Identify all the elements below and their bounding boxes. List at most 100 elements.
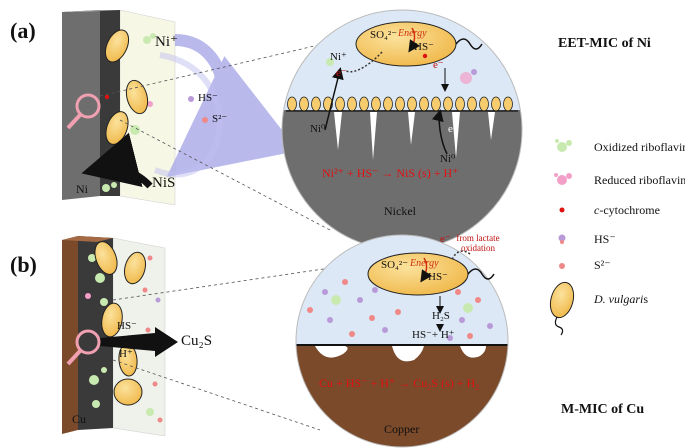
panel-a-zoom-ni0-left: Ni⁰ bbox=[310, 123, 326, 135]
panel-a-zoom-ni0-right: Ni⁰ bbox=[440, 153, 456, 165]
panel-b-note-text: from lactate oxidation bbox=[456, 233, 500, 253]
legend-c-cytochrome: c-cytochrome bbox=[594, 203, 660, 218]
surface-cell bbox=[491, 96, 501, 112]
panel-a-zoom-electron-right: e⁻ bbox=[433, 59, 444, 71]
legend-symbols bbox=[549, 139, 575, 336]
surface-cell bbox=[407, 96, 417, 112]
panel-b-cell-sulfate: SO₄²⁻ bbox=[381, 259, 409, 271]
panel-a-title: EET-MIC of Ni bbox=[558, 36, 651, 51]
wall-dot bbox=[152, 381, 158, 387]
ion-dot bbox=[372, 287, 378, 293]
ion-dot bbox=[475, 297, 481, 303]
panel-a-metal-name: Nickel bbox=[384, 204, 416, 218]
legend-reduced-riboflavin: Reduced riboflavin bbox=[594, 173, 685, 187]
ion-dot bbox=[349, 331, 355, 337]
panel-b-cell-energy: Energy bbox=[410, 258, 439, 269]
panel-a-product-label: NiS bbox=[152, 175, 176, 191]
panel-a-cell-row bbox=[286, 96, 518, 112]
ion-dot bbox=[307, 307, 313, 313]
surface-cell bbox=[443, 96, 453, 112]
legend-hs-ion: HS⁻ bbox=[594, 232, 616, 246]
panel-a-zoom-ion: Ni⁺ bbox=[330, 51, 347, 63]
wall-dot bbox=[101, 367, 107, 373]
ion-dot bbox=[395, 309, 401, 315]
panel-a-big-cell bbox=[355, 21, 483, 67]
legend-c-cytochrome-italic: c bbox=[594, 203, 600, 217]
panel-a-cycle-arrows bbox=[81, 34, 299, 189]
wall-dot bbox=[142, 287, 148, 293]
surface-cell bbox=[383, 96, 393, 112]
panel-a-cell-hs: HS⁻ bbox=[414, 41, 434, 53]
wall-dot bbox=[95, 273, 105, 283]
panel-a-metal-label: Ni bbox=[76, 182, 88, 196]
legend-c-cytochrome-rest: -cytochrome bbox=[599, 203, 660, 217]
legend-d-vulgaris-italic: D. vulgari bbox=[594, 292, 644, 306]
panel-b-metal-label: Cu bbox=[72, 412, 87, 426]
panel-b-product-label: Cu₂S bbox=[181, 333, 213, 349]
surface-cell bbox=[503, 96, 513, 112]
surface-cell bbox=[479, 96, 489, 112]
surface-cell bbox=[287, 96, 297, 112]
surface-cell bbox=[347, 96, 357, 112]
wall-dot bbox=[157, 417, 163, 423]
panel-b-magnifier bbox=[66, 329, 101, 366]
panel-b-big-cell bbox=[367, 250, 495, 332]
surface-cell bbox=[395, 96, 405, 112]
panel-b-riboflavin-dots bbox=[85, 254, 163, 423]
legend-d-vulgaris-rest: s bbox=[643, 292, 649, 306]
ion-dot bbox=[357, 297, 363, 303]
panel-a-cell-energy: Energy bbox=[398, 28, 427, 39]
panel-a-solution-dots bbox=[188, 96, 208, 123]
wall-dot bbox=[92, 400, 100, 408]
panel-b-title: M-MIC of Cu bbox=[561, 402, 645, 417]
wall-dot bbox=[85, 293, 91, 299]
wall-dot bbox=[155, 297, 161, 303]
surface-cell bbox=[371, 96, 381, 112]
surface-cell bbox=[335, 96, 345, 112]
ion-dot bbox=[369, 315, 375, 321]
legend-d-vulgaris: D. vulgaris bbox=[594, 292, 648, 307]
panel-b-note-electron: e⁻ bbox=[440, 233, 451, 245]
ion-dot bbox=[342, 279, 348, 285]
panel-b-wall-hs: HS⁻ bbox=[117, 320, 137, 332]
panel-a-zoom-lines bbox=[99, 39, 341, 231]
panel-a-magnifier bbox=[66, 93, 101, 130]
wall-dot bbox=[146, 408, 154, 416]
panel-b-dissociation: HS⁻+ H⁺ bbox=[412, 329, 455, 341]
ion-dot bbox=[459, 317, 465, 323]
wall-dot bbox=[145, 327, 151, 333]
panel-a-equation: Ni²⁺ + HS⁻ → NiS (s) + H⁺ bbox=[322, 166, 459, 180]
panel-a-label: (a) bbox=[10, 18, 36, 43]
ion-dot bbox=[455, 289, 461, 295]
panel-b-metal-name: Copper bbox=[384, 422, 420, 436]
surface-cell bbox=[431, 96, 441, 112]
panel-b-equation: Cu + HS⁻ + H⁺ → Cu₂S (s) + H₂ bbox=[319, 376, 480, 390]
ion-dot bbox=[327, 317, 333, 323]
panel-b-cell-hs: HS⁻ bbox=[428, 271, 448, 283]
surface-cell bbox=[311, 96, 321, 112]
wall-dot bbox=[147, 255, 153, 261]
panel-a-electron-paths bbox=[324, 51, 449, 155]
ion-dot bbox=[447, 335, 453, 341]
panel-b-ion-dots bbox=[307, 279, 493, 341]
panel-b-bacteria bbox=[94, 241, 147, 406]
wall-dot bbox=[100, 298, 108, 306]
surface-cell bbox=[455, 96, 465, 112]
panel-b-wall-h: H⁺ bbox=[119, 348, 133, 360]
wall-dot bbox=[88, 254, 96, 262]
panel-b-h2s: H₂S bbox=[432, 310, 450, 322]
panel-a-ion-label: Ni⁺ bbox=[155, 34, 178, 50]
panel-b-zoom-lines bbox=[112, 267, 331, 431]
surface-cell bbox=[419, 96, 429, 112]
panel-a-hs-label: HS⁻ bbox=[198, 92, 218, 104]
ion-dot bbox=[487, 323, 493, 329]
ion-dot bbox=[382, 327, 388, 333]
ion-dot bbox=[322, 289, 328, 295]
wall-dot bbox=[89, 375, 99, 385]
panel-b-label: (b) bbox=[10, 252, 37, 277]
surface-cell bbox=[359, 96, 369, 112]
panel-b-product-arrow bbox=[100, 327, 178, 357]
surface-cell bbox=[299, 96, 309, 112]
panel-a-s2-label: S²⁻ bbox=[212, 113, 228, 125]
panel-a-cell-sulfate: SO₄²⁻ bbox=[370, 29, 398, 41]
